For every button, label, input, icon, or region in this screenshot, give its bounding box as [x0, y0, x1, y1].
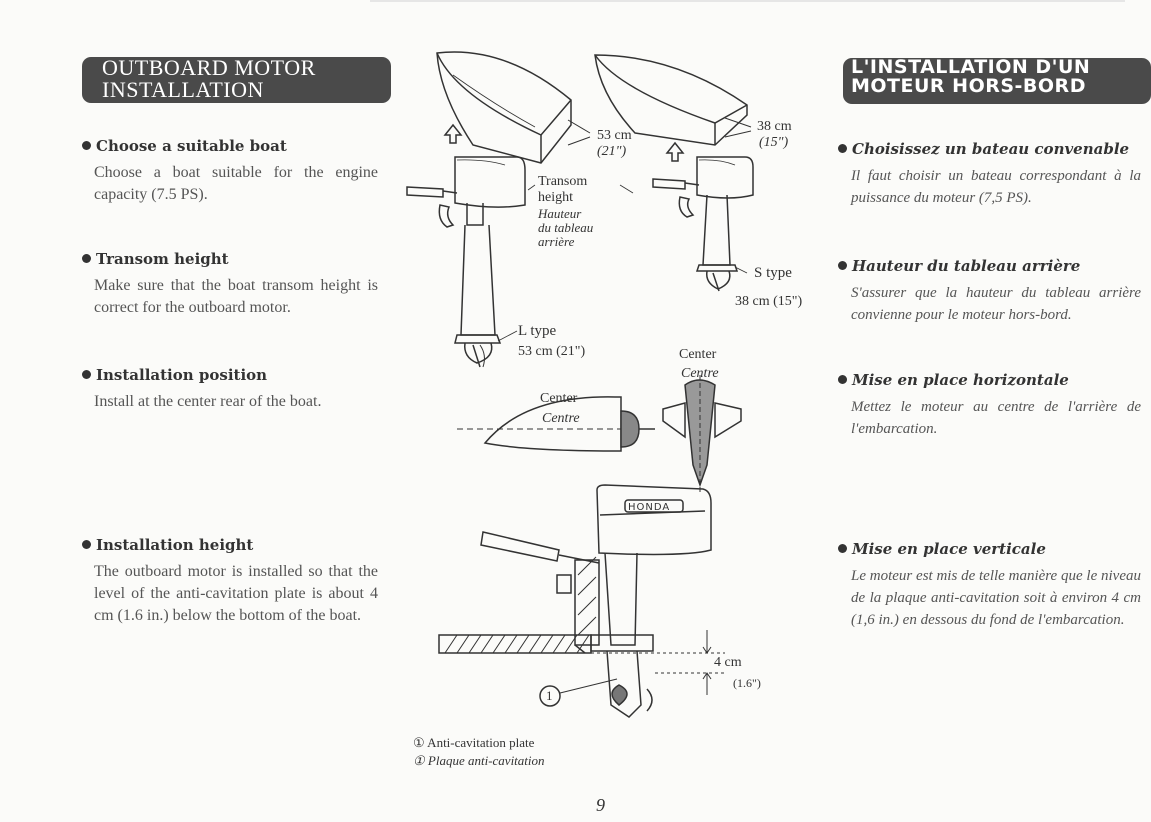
motor-l-drawing [406, 156, 526, 368]
center-fr-right: Centre [681, 366, 719, 381]
section-title: Installation height [82, 536, 378, 554]
transom-en-1: Transom [538, 174, 588, 189]
section-fr-boat: Choisissez un bateau convenable Il faut … [838, 140, 1141, 209]
section-title: Choisissez un bateau convenable [838, 140, 1129, 158]
section-title-text: Choose a suitable boat [96, 137, 287, 155]
section-en-boat: Choose a suitable boat Choose a boat sui… [82, 137, 378, 206]
bullet-icon [82, 254, 91, 263]
section-fr-transom: Hauteur du tableau arrière S'assurer que… [838, 257, 1141, 326]
section-fr-position: Mise en place horizontale Mettez le mote… [838, 371, 1141, 440]
s-type-label: S type [754, 265, 792, 281]
section-title: Mise en place horizontale [838, 371, 1125, 389]
bullet-icon [838, 261, 847, 270]
s-type-dim: 38 cm (15") [735, 294, 803, 309]
large-motor-drawing [438, 484, 712, 718]
bullet-icon [82, 141, 91, 150]
page-number: 9 [596, 795, 605, 815]
arrow-up-icon [443, 123, 463, 144]
section-title-text: Installation height [96, 536, 254, 554]
section-title-text: Hauteur du tableau arrière [852, 257, 1081, 275]
header-right: L'INSTALLATION D'UN MOTEUR HORS-BORD [843, 56, 1151, 104]
section-body: Il faut choisir un bateau correspondant … [851, 168, 1141, 206]
dim-s-in: (15") [759, 135, 789, 150]
dim-s-cm: 38 cm [757, 119, 792, 134]
legend-en: ① Anti-cavitation plate [413, 735, 535, 750]
section-body: Install at the center rear of the boat. [94, 393, 322, 410]
transom-fr-3: arrière [538, 234, 575, 249]
transom-fr-1: Hauteur [538, 206, 582, 221]
section-title: Mise en place verticale [838, 540, 1125, 558]
dim-l-in: (21") [597, 144, 627, 159]
header-left: OUTBOARD MOTOR INSTALLATION [82, 55, 391, 103]
boat-s-drawing [594, 54, 748, 146]
legend-fr: ① Plaque anti-cavitation [413, 753, 545, 768]
section-title-text: Transom height [96, 250, 229, 268]
section-title-text: Choisissez un bateau convenable [852, 140, 1130, 158]
bullet-icon [838, 375, 847, 384]
section-title-text: Mise en place horizontale [852, 371, 1069, 389]
center-en-top: Center [540, 391, 578, 406]
top-view-drawing [457, 396, 655, 452]
section-body: Choose a boat suitable for the engine ca… [94, 164, 378, 203]
top-rule [370, 0, 1125, 2]
callout-number: 1 [546, 688, 553, 703]
center-fr-top: Centre [542, 411, 580, 426]
header-right-line-2: MOTEUR HORS-BORD [851, 75, 1086, 98]
bullet-icon [82, 540, 91, 549]
section-en-position: Installation position Install at the cen… [82, 366, 378, 413]
section-title-text: Mise en place verticale [852, 540, 1046, 558]
l-type-label: L type [518, 323, 557, 339]
callout-circle [539, 685, 561, 707]
section-body: The outboard motor is installed so that … [94, 563, 378, 624]
installation-figure: 53 cm (21") 38 cm (15") Transom height H… [385, 45, 835, 775]
section-title: Hauteur du tableau arrière [838, 257, 1125, 275]
transom-en-2: height [538, 190, 573, 205]
arrow-up-icon [665, 141, 685, 162]
hatching [444, 556, 597, 654]
header-left-line-2: INSTALLATION [102, 77, 264, 103]
header-left-line-1: OUTBOARD MOTOR [102, 55, 316, 80]
l-type-dim: 53 cm (21") [518, 344, 586, 359]
section-body: S'assurer que la hauteur du tableau arri… [851, 285, 1141, 323]
section-title-text: Installation position [96, 366, 268, 384]
bullet-icon [838, 544, 847, 553]
height-in: (1.6") [733, 676, 761, 690]
figure-drawing [406, 51, 754, 718]
header-right-clip: L'INSTALLATION D'UN MOTEUR HORS-BORD [838, 56, 1151, 108]
section-en-height: Installation height The outboard motor i… [82, 536, 378, 627]
section-title: Choose a suitable boat [82, 137, 378, 155]
section-body: Le moteur est mis de telle manière que l… [851, 568, 1141, 628]
bullet-icon [838, 144, 847, 153]
motor-s-drawing [652, 156, 754, 292]
transom-fr-2: du tableau [538, 220, 594, 235]
boat-l-drawing [436, 51, 572, 164]
bullet-icon [82, 370, 91, 379]
section-fr-height: Mise en place verticale Le moteur est mi… [838, 540, 1141, 631]
section-body: Mettez le moteur au centre de l'arrière … [851, 399, 1141, 437]
section-title: Transom height [82, 250, 378, 268]
dim-l-cm: 53 cm [597, 128, 632, 143]
section-body: Make sure that the boat transom height i… [94, 277, 378, 316]
rear-view-drawing [662, 375, 742, 495]
section-en-transom: Transom height Make sure that the boat t… [82, 250, 378, 319]
section-title: Installation position [82, 366, 378, 384]
center-en-right: Center [679, 347, 717, 362]
header-right-line-1: L'INSTALLATION D'UN [851, 56, 1091, 78]
height-cm: 4 cm [714, 655, 742, 670]
honda-logo: HONDA [628, 502, 671, 513]
